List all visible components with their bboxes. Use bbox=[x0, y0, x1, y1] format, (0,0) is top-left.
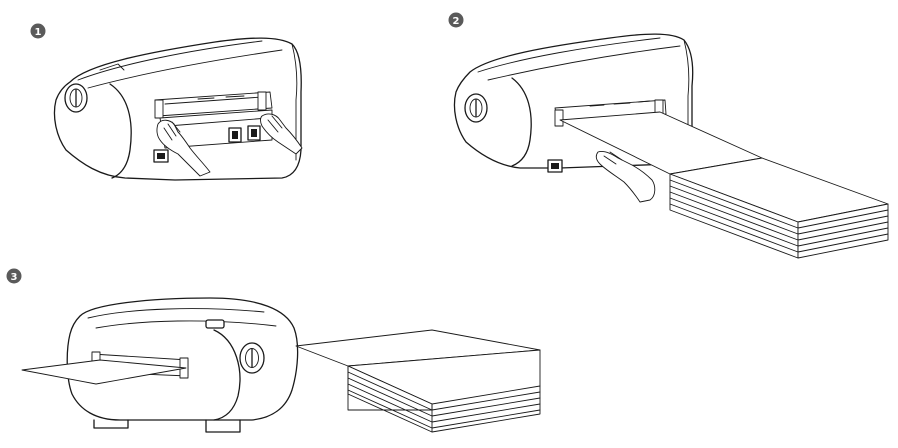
step-1-illustration bbox=[53, 37, 303, 181]
output-paper bbox=[21, 359, 187, 385]
step-1-badge: 1 bbox=[30, 23, 46, 39]
step-2-badge: 2 bbox=[448, 12, 464, 28]
step-3-badge: 3 bbox=[6, 268, 22, 284]
step-2-label: 2 bbox=[453, 16, 460, 27]
step-1-label: 1 bbox=[35, 27, 42, 38]
step-3-label: 3 bbox=[11, 272, 18, 283]
step-2-illustration bbox=[453, 33, 889, 259]
paper-stack bbox=[347, 349, 541, 433]
step-3-illustration bbox=[21, 297, 541, 433]
paper-stack bbox=[669, 157, 889, 259]
